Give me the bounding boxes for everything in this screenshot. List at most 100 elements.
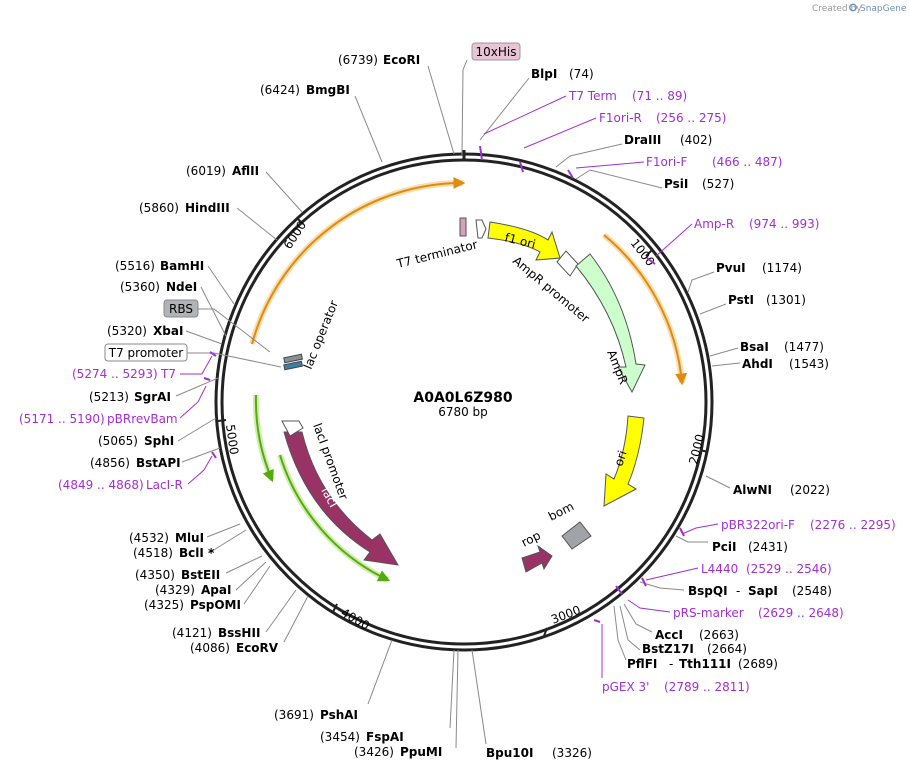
site-name: FspAI — [366, 730, 404, 744]
primer-site[interactable]: (5171 .. 5190) pBRrevBam — [19, 377, 211, 426]
primer-site[interactable]: F1ori-R (256 .. 275) — [519, 111, 726, 173]
site-position: (2663) — [699, 628, 739, 642]
primer-name: pRS-marker — [673, 606, 744, 620]
restriction-site[interactable]: (4532) MluI — [129, 523, 241, 545]
primer-site[interactable]: (4849 .. 4868) LacI-R — [58, 451, 217, 492]
site-position: (402) — [680, 133, 712, 147]
site-name: SphI — [144, 434, 174, 448]
snapgene-logo-icon — [849, 3, 857, 12]
feature-rop: rop — [519, 528, 553, 573]
primer-site[interactable]: L4440 (2529 .. 2546) — [641, 562, 832, 587]
restriction-site[interactable]: (4518) BclI * — [133, 529, 247, 560]
site-name: PpuMI — [400, 745, 442, 759]
restriction-site[interactable]: AlwNI (2022) — [705, 475, 830, 497]
restriction-site[interactable]: (4350) BstEII — [135, 555, 263, 582]
restriction-site[interactable]: (6739) EcoRI — [338, 53, 455, 155]
site-position: (2689) — [738, 657, 778, 671]
label-t7-promoter: T7 promoter — [104, 343, 282, 368]
site-name: BstZ17I — [642, 642, 694, 656]
primer-site[interactable]: pRS-marker (2629 .. 2648) — [615, 585, 844, 620]
site-position: (3691) — [274, 708, 314, 722]
restriction-site[interactable]: BlpI (74) — [479, 67, 594, 141]
primer-range: (2529 .. 2546) — [746, 562, 832, 576]
site-name: PshAI — [320, 708, 358, 722]
primer-site[interactable]: pGEX 3' (2789 .. 2811) — [593, 619, 750, 694]
site-position: (3454) — [320, 730, 360, 744]
site-position: (4856) — [90, 456, 130, 470]
plasmid-name: A0A0L6Z980 — [413, 390, 512, 406]
site-position: (5516) — [115, 259, 155, 273]
restriction-site[interactable]: (3691) PshAI — [274, 639, 393, 722]
restriction-site[interactable]: PciI (2431) — [675, 535, 788, 554]
restriction-site[interactable]: DraIII (402) — [555, 133, 712, 168]
boxed-label: T7 promoter — [108, 346, 184, 360]
restriction-site[interactable]: BsaI (1477) — [709, 340, 824, 357]
restriction-site[interactable]: BstZ17I (2664) — [619, 605, 747, 656]
restriction-site[interactable]: (3426) PpuMI — [354, 649, 459, 759]
restriction-site[interactable]: (6019) AflII — [186, 164, 303, 213]
site-position: (3426) — [354, 745, 394, 759]
site-position: (5860) — [139, 201, 179, 215]
orf-arc — [254, 394, 274, 483]
restriction-site[interactable]: (5065) SphI — [98, 417, 217, 448]
restriction-site[interactable]: (4856) BstAPI — [90, 447, 221, 470]
restriction-site[interactable]: PstI (1301) — [699, 293, 806, 315]
restriction-site[interactable]: (3454) FspAI — [320, 649, 455, 744]
site-position: (4325) — [144, 598, 184, 612]
restriction-site[interactable]: (4329) ApaI — [155, 561, 267, 597]
site-name-alt: Tth111I — [679, 657, 731, 671]
restriction-site[interactable]: AhdI (1543) — [711, 357, 829, 371]
site-position: (1543) — [789, 357, 829, 371]
site-position: (2431) — [748, 540, 788, 554]
primer-site[interactable]: (5274 .. 5293) T7 — [72, 351, 217, 381]
restriction-site[interactable]: (4325) PspOMI — [144, 565, 271, 612]
orf-arc — [279, 454, 391, 582]
restriction-site[interactable]: PvuI (1174) — [687, 261, 802, 293]
restriction-site[interactable]: PflFI - Tth111I (2689) — [613, 605, 778, 671]
restriction-site[interactable]: (4086) EcoRV — [190, 595, 309, 655]
primer-name: pGEX 3' — [602, 680, 649, 694]
site-position: - — [669, 657, 673, 671]
restriction-site[interactable]: (5516) BamHI — [115, 259, 235, 305]
site-name: BlpI — [531, 67, 557, 81]
restriction-site[interactable]: Bpu10I (3326) — [471, 649, 592, 760]
site-name: BmgBI — [306, 83, 350, 97]
site-name: ApaI — [201, 583, 231, 597]
restriction-site[interactable]: (6424) BmgBI — [260, 83, 383, 163]
site-position: - — [736, 584, 740, 598]
feature-label: lac operator — [301, 298, 341, 371]
primer-name: LacI-R — [146, 478, 183, 492]
site-name: BclI * — [179, 546, 215, 560]
site-name: MluI — [175, 531, 204, 545]
primer-name: F1ori-R — [599, 111, 642, 125]
restriction-site[interactable]: (5860) HindIII — [139, 201, 278, 241]
primer-site[interactable]: T7 Term (71 .. 89) — [479, 89, 687, 161]
primer-range: (974 .. 993) — [749, 217, 819, 231]
restriction-site[interactable]: AccI (2663) — [623, 603, 739, 642]
primer-site[interactable]: F1ori-F (466 .. 487) — [567, 155, 782, 179]
site-position: (1477) — [784, 340, 824, 354]
feature-label: bom — [546, 499, 576, 524]
restriction-site[interactable]: (5360) NdeI — [120, 280, 227, 337]
primer-site[interactable]: pBR322ori-F (2276 .. 2295) — [679, 518, 896, 537]
restriction-site[interactable]: (4121) BssHII — [172, 589, 297, 640]
primer-site[interactable]: Amp-R (974 .. 993) — [646, 217, 819, 265]
site-name: BamHI — [160, 259, 204, 273]
ruler-tick-label: 4000 — [339, 605, 372, 632]
restriction-site[interactable]: BspQI - SapI (2548) — [639, 581, 832, 598]
primer-range: (2789 .. 2811) — [664, 680, 750, 694]
restriction-site[interactable]: PsiI (527) — [575, 169, 734, 191]
site-name: AhdI — [742, 357, 773, 371]
restriction-site[interactable]: (5320) XbaI — [107, 324, 223, 345]
site-name: PstI — [728, 293, 754, 307]
site-name: NdeI — [166, 280, 197, 294]
site-name: EcoRV — [236, 641, 279, 655]
site-position: (2022) — [790, 483, 830, 497]
boxed-label: 10xHis — [476, 45, 517, 59]
site-position: (1174) — [762, 261, 802, 275]
primer-range: (2629 .. 2648) — [758, 606, 844, 620]
site-name: PspOMI — [190, 598, 241, 612]
primer-range: (5274 .. 5293) — [72, 367, 158, 381]
restriction-site[interactable]: (5213) SgrAI — [89, 377, 219, 404]
